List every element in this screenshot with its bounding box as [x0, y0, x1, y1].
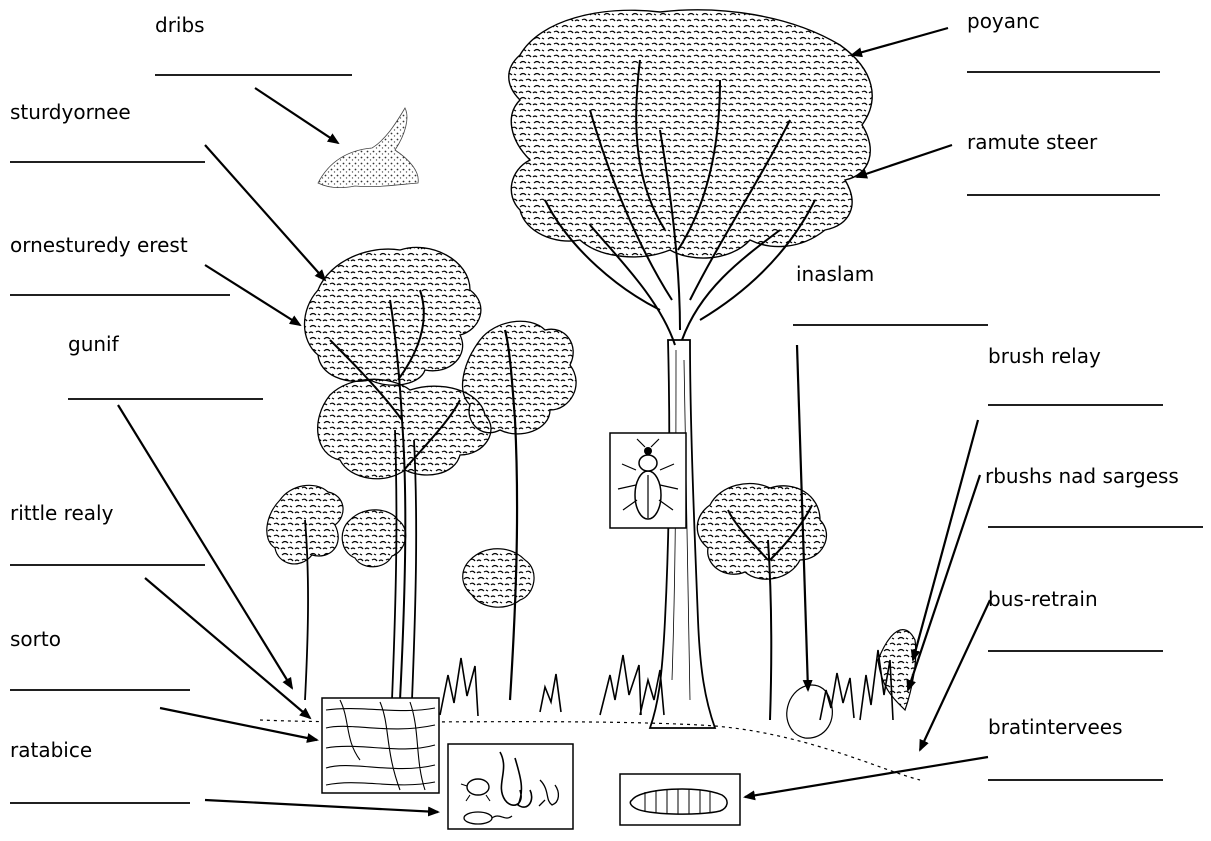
- canopy-trees-illustration: [267, 247, 576, 700]
- label-dribs: dribs: [155, 15, 205, 35]
- label-rittle-realy: rittle realy: [10, 503, 113, 523]
- label-ramute-steer: ramute steer: [967, 132, 1097, 152]
- label-inaslam: inaslam: [796, 264, 874, 284]
- arrow-ratabice: [205, 800, 438, 812]
- arrow-sorto: [160, 708, 317, 740]
- arrow-dribs: [255, 88, 338, 143]
- arrow-rittle-realy: [145, 578, 310, 718]
- larva-box: [620, 774, 740, 825]
- label-poyanc: poyanc: [967, 11, 1040, 31]
- arrow-brush-relay: [913, 420, 978, 660]
- label-gunif: gunif: [68, 334, 119, 354]
- arrow-gunif: [118, 405, 292, 688]
- label-bus-retrain: bus-retrain: [988, 589, 1098, 609]
- label-ratabice: ratabice: [10, 740, 92, 760]
- arrow-sturdyornee: [205, 145, 325, 280]
- label-sorto: sorto: [10, 629, 61, 649]
- leaf-litter-box: [322, 698, 439, 793]
- label-bratintervees: bratintervees: [988, 717, 1122, 737]
- soil-organisms-box: [448, 744, 573, 829]
- bird-illustration: [318, 108, 418, 188]
- beetle-box: [610, 433, 686, 528]
- label-ornesturedy-erest: ornesturedy erest: [10, 235, 188, 255]
- label-rbushs-nad-sargess: rbushs nad sargess: [985, 466, 1179, 486]
- arrow-poyanc: [852, 28, 948, 55]
- arrow-bratintervees: [745, 757, 988, 797]
- arrow-ramute-steer: [857, 145, 952, 177]
- arrow-rbushs-nad-sargess: [908, 475, 980, 690]
- label-sturdyornee: sturdyornee: [10, 102, 131, 122]
- label-brush-relay: brush relay: [988, 346, 1101, 366]
